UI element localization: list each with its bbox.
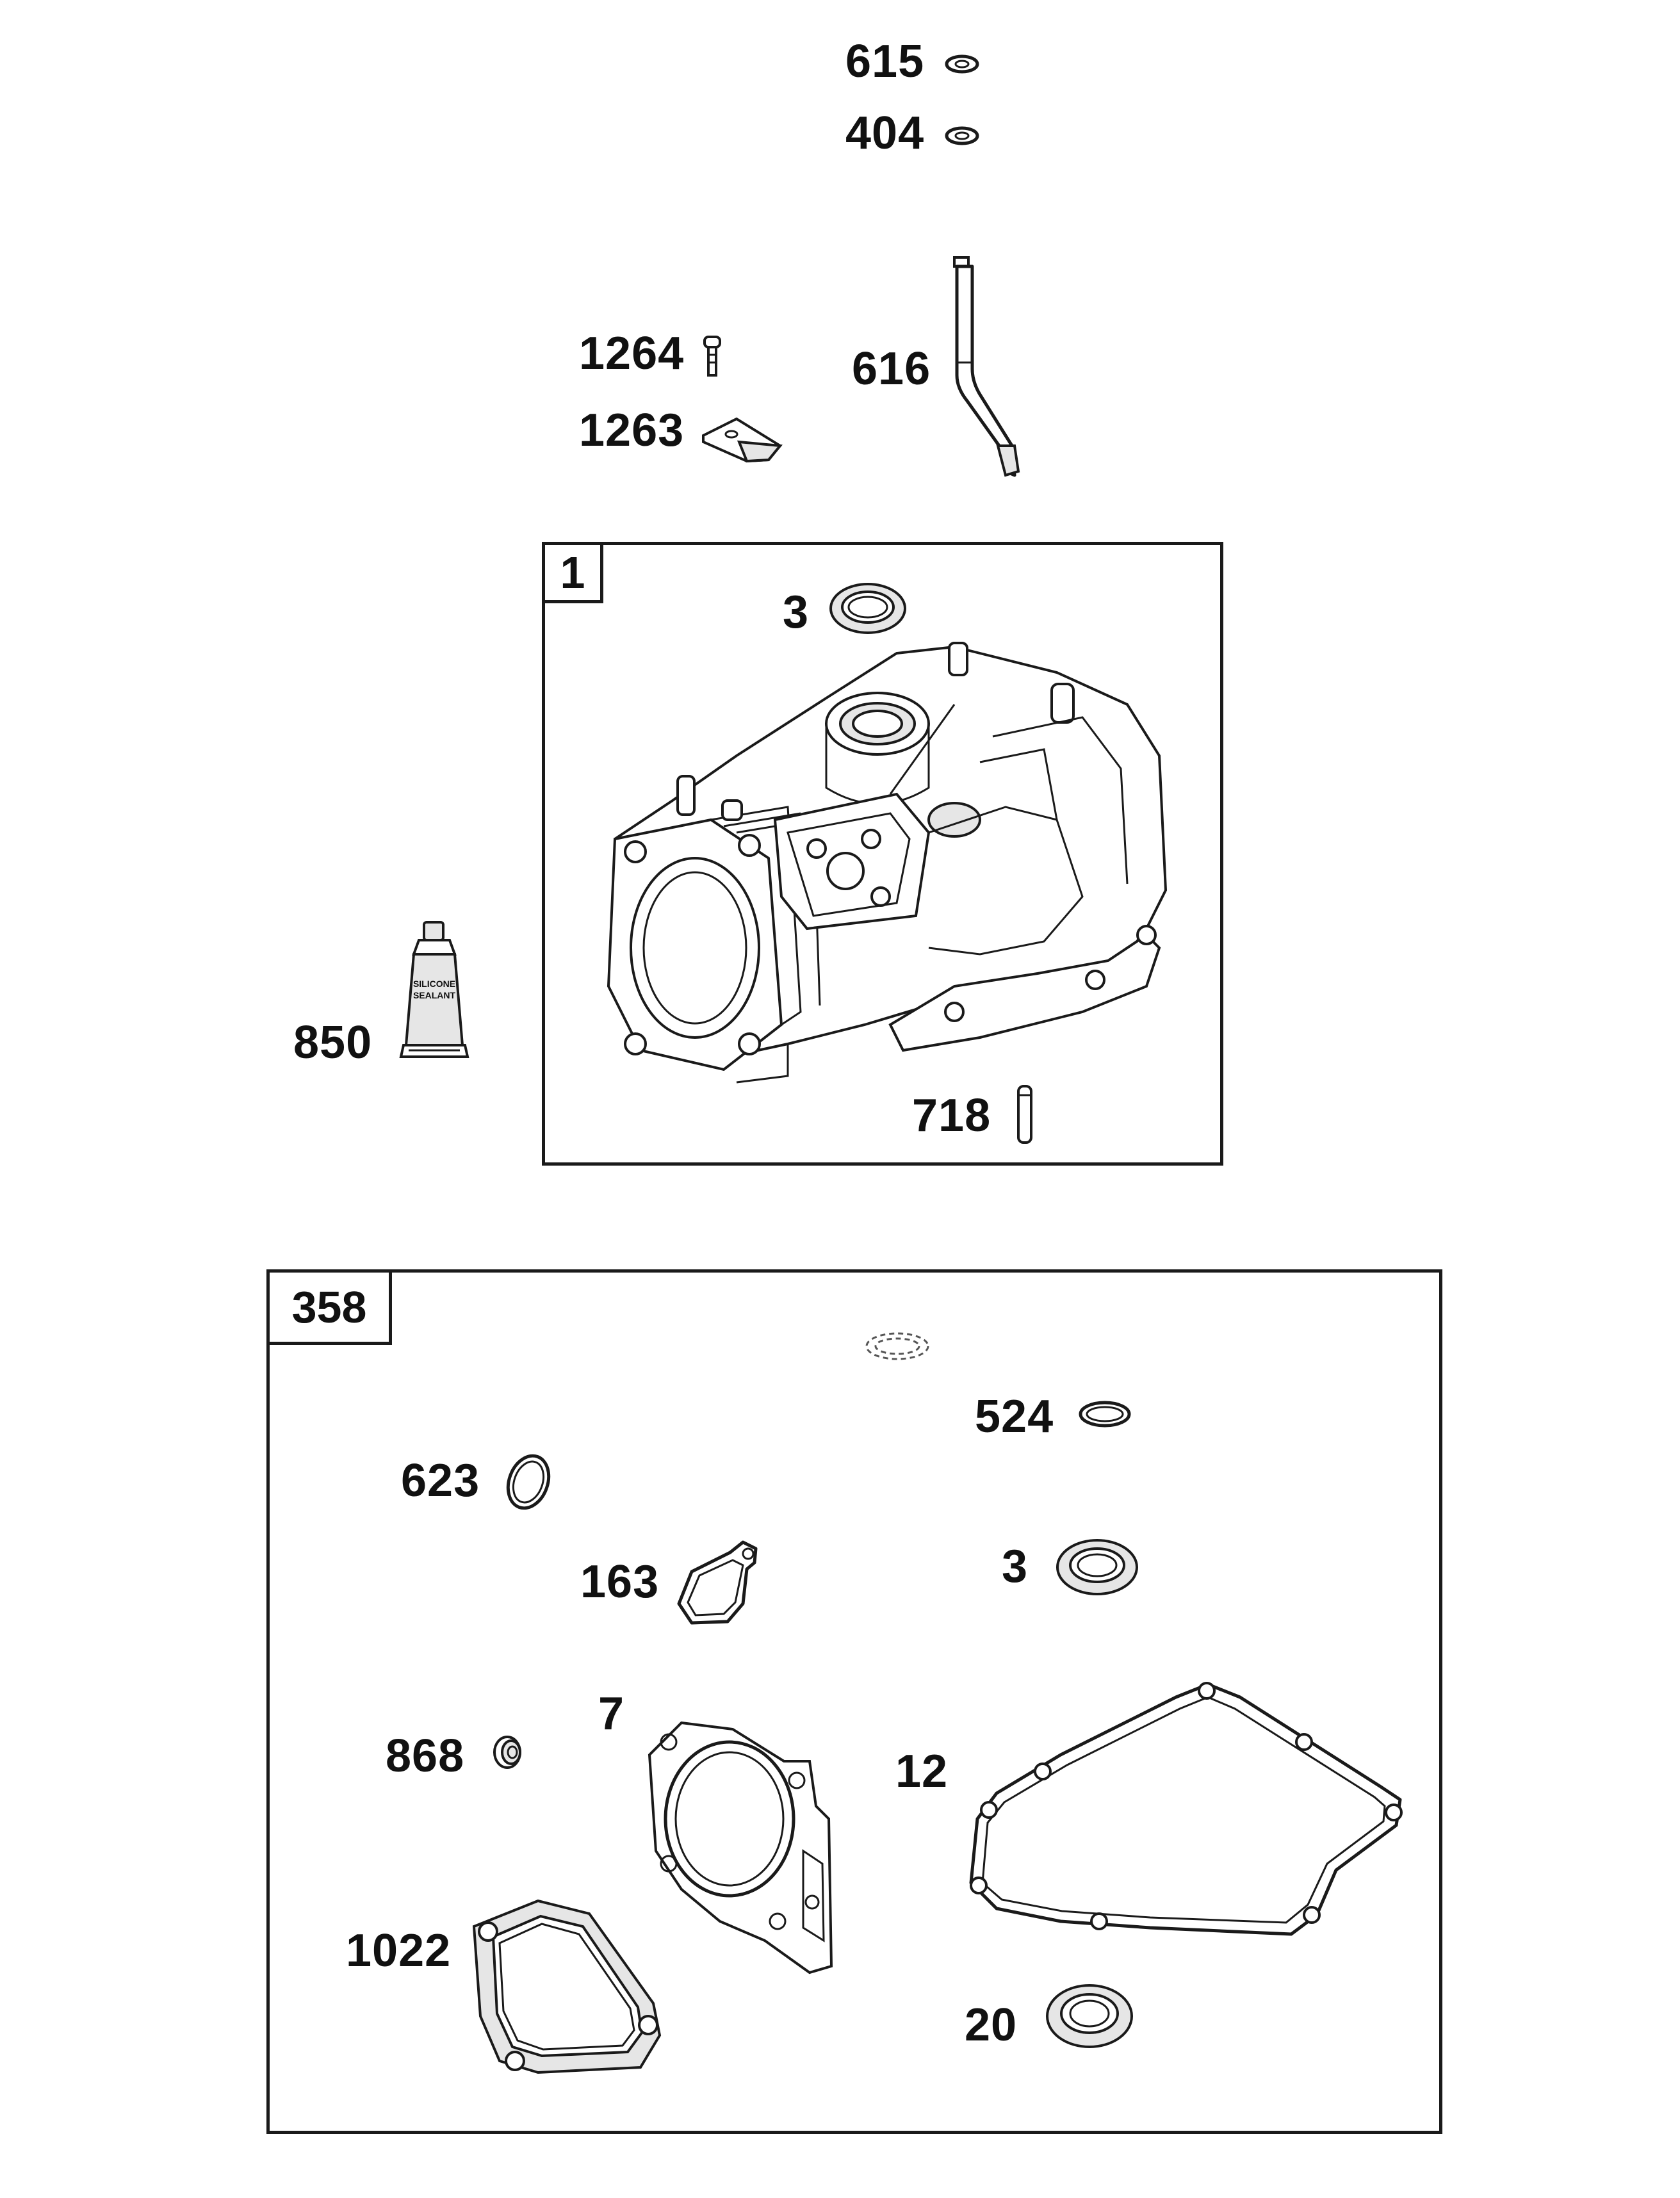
callout-20: 20 [965, 1999, 1018, 2051]
callout-524: 524 [975, 1391, 1054, 1442]
callout-718: 718 [912, 1090, 991, 1141]
callout-1022: 1022 [346, 1925, 452, 1976]
cylinder-assembly-box: 1 [542, 542, 1223, 1166]
gasket-set-number: 358 [266, 1269, 392, 1345]
callout-868: 868 [386, 1730, 465, 1782]
callout-616: 616 [852, 343, 931, 395]
callout-163: 163 [580, 1556, 660, 1608]
cylinder-block-icon [596, 628, 1185, 1102]
callout-1264: 1264 [579, 328, 685, 379]
washer-615-icon [943, 51, 981, 77]
sealant-label-line2: SEALANT [412, 990, 456, 1000]
callout-615: 615 [845, 36, 925, 87]
callout-3-top: 3 [783, 587, 810, 638]
washer-404-icon [943, 123, 981, 149]
dipstick-tube-616-icon [929, 254, 1044, 484]
rocker-gasket-1022-icon [461, 1888, 676, 2080]
callout-1263: 1263 [579, 405, 685, 456]
plug-868-icon [489, 1730, 529, 1775]
gasket-set-box: 358 [266, 1269, 1442, 2134]
crankcase-gasket-12-icon [958, 1672, 1410, 1947]
callout-3-bottom: 3 [1002, 1541, 1029, 1592]
callout-623: 623 [401, 1455, 480, 1506]
callout-404: 404 [845, 108, 925, 159]
oil-seal-3-bottom-icon [1053, 1535, 1141, 1600]
oil-seal-3-top-icon [826, 576, 909, 640]
sealant-tube-850-icon: SILICONE SEALANT [396, 920, 473, 1059]
callout-850: 850 [293, 1017, 373, 1068]
cylinder-assembly-number: 1 [542, 542, 603, 603]
dowel-pin-718-icon [1012, 1082, 1038, 1146]
dashed-gasket-outline-icon [862, 1327, 933, 1365]
oil-seal-20-icon [1041, 1979, 1138, 2053]
callout-7: 7 [598, 1688, 625, 1739]
callout-12: 12 [895, 1746, 949, 1797]
oring-623-icon [502, 1449, 555, 1515]
oring-524-icon [1076, 1395, 1134, 1433]
gasket-163-icon [666, 1533, 766, 1629]
bracket-1263-icon [698, 410, 788, 468]
sealant-label-line1: SILICONE [412, 979, 456, 989]
head-gasket-7-icon [643, 1710, 839, 1979]
screw-1264-icon [699, 334, 725, 379]
